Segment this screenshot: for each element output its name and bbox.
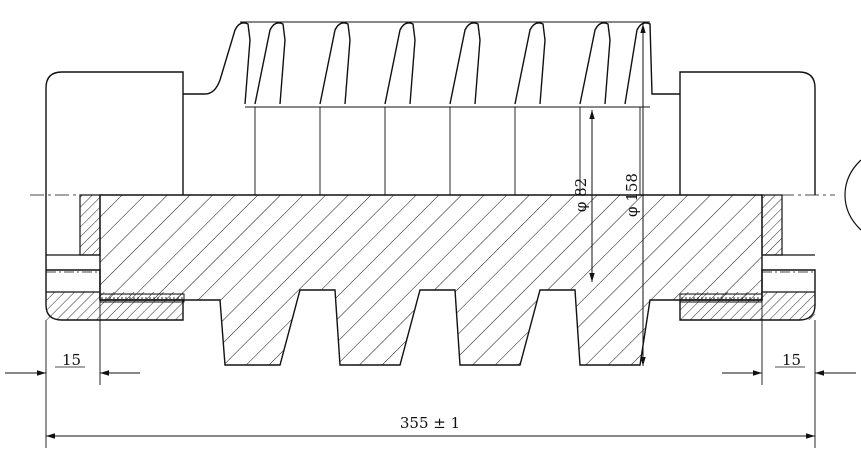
thread-construction-lines bbox=[254, 107, 641, 195]
right-offset-label: 15 bbox=[782, 351, 801, 369]
left-offset-label: 15 bbox=[62, 351, 81, 369]
right-bushing-hatch bbox=[761, 194, 783, 256]
overall-length-label: 355 ± 1 bbox=[400, 414, 460, 432]
shaft-core-section bbox=[99, 194, 763, 366]
left-bushing-hatch bbox=[79, 194, 101, 256]
partial-circle-detail bbox=[844, 159, 861, 231]
root-diameter-label: φ 82 bbox=[572, 178, 590, 212]
left-end-block-outline bbox=[45, 71, 184, 195]
outer-diameter-label: φ 158 bbox=[623, 173, 641, 217]
right-end-block-outline bbox=[679, 71, 816, 195]
upper-thread-profile bbox=[183, 22, 680, 105]
